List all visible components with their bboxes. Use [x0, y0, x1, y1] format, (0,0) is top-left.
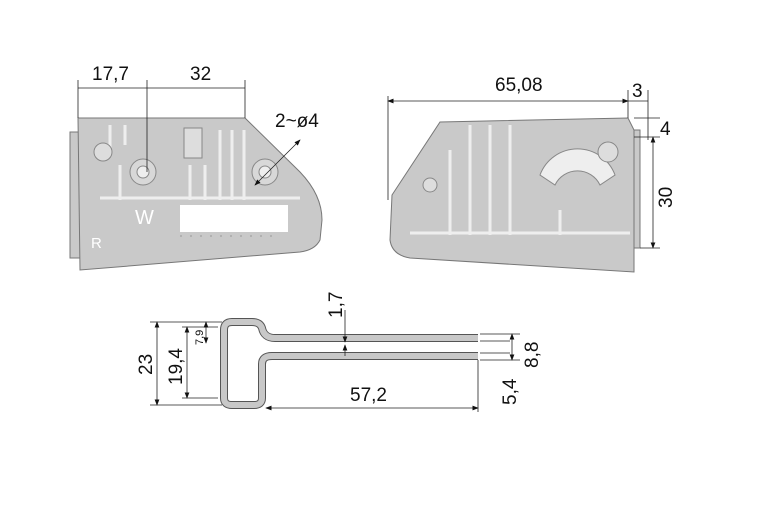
dim-holes: 2~ø4	[275, 111, 319, 132]
dim-5-4: 5,4	[500, 378, 521, 405]
marking-r: R	[91, 235, 102, 252]
small-hole	[93, 142, 113, 162]
right-view: 65,08 3 4 30	[387, 75, 677, 273]
left-view: W R 17,7 32 2~ø4	[69, 64, 323, 271]
dim-8-8: 8,8	[522, 342, 543, 368]
clip-slot	[183, 127, 203, 159]
dim-7-9: 7,9	[194, 330, 206, 345]
profile-view: 23 19,4 7,9 1,7 8,8 5,4 57,2	[136, 292, 543, 412]
dim-23: 23	[136, 354, 157, 375]
dim-3: 3	[632, 81, 643, 102]
dim-57-2: 57,2	[350, 385, 387, 406]
label-area	[180, 205, 288, 232]
dim-4: 4	[660, 119, 671, 140]
arc-detent	[539, 148, 616, 186]
dim-1-7: 1,7	[326, 292, 347, 318]
dim-17-7: 17,7	[92, 64, 129, 85]
dim-65-08: 65,08	[495, 75, 543, 96]
right-part-outline	[389, 117, 635, 273]
marking-w: W	[135, 207, 154, 229]
dim-32: 32	[190, 64, 211, 85]
dim-30: 30	[656, 187, 677, 208]
dim-19-4: 19,4	[166, 348, 187, 385]
